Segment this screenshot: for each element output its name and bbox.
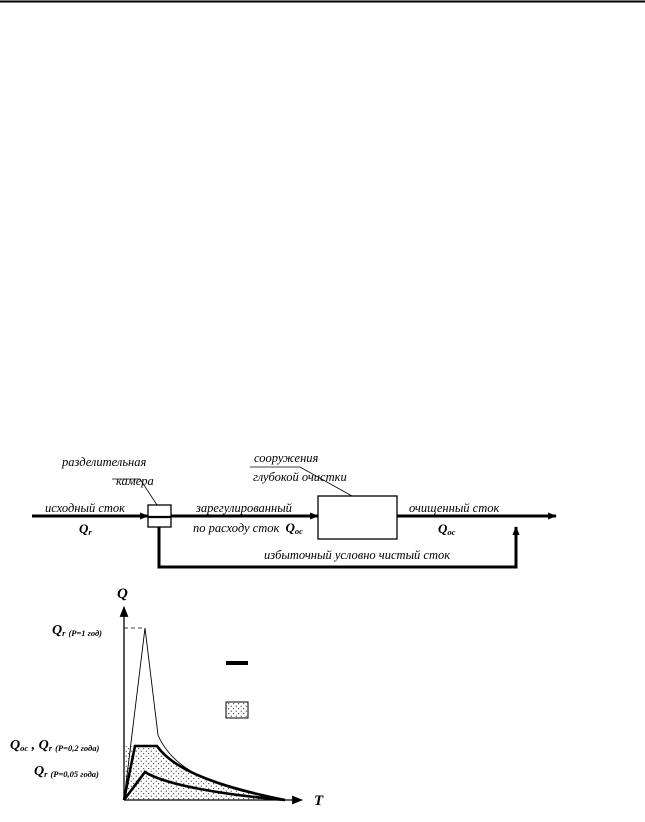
y-axis-label: Q (117, 586, 128, 602)
curve-p02 (122, 744, 286, 802)
x-axis-label: T (314, 793, 324, 809)
level-mid-label: Qос , Qr(P=0,2 года) (10, 738, 99, 753)
bypass-label: избыточный условно чистый сток (264, 548, 450, 562)
treated-symbol: Qос (438, 521, 456, 537)
regulated-area (124, 746, 285, 800)
flow-scheme: разделительная камера сооружения глубоко… (32, 451, 557, 569)
inflow-symbol: Qr (79, 521, 92, 537)
treated-label: очищенный сток (409, 501, 500, 515)
chamber-label-1: разделительная (61, 455, 146, 469)
legend-thick-line-swatch (226, 661, 248, 665)
hydrograph: Q T Qr(P=1 год) Qос , Qr(P=0,2 года) Qr(… (10, 586, 324, 809)
inflow-label: исходный сток (45, 501, 125, 515)
regulated-label-1: зарегулированный (195, 501, 293, 515)
legend-dotted-area-swatch (225, 701, 249, 719)
plant-label-1: сооружения (254, 451, 319, 465)
plant-leader (250, 466, 353, 497)
plant-label-2: глубокой очистки (253, 470, 347, 484)
chamber-label-2: камера (116, 474, 154, 488)
chamber-leader (112, 478, 158, 506)
regulated-label-2: по расходу сток Qос (193, 520, 303, 536)
level-low-label: Qr(P=0,05 года) (34, 764, 99, 779)
level-top-label: Qr(P=1 год) (52, 623, 102, 638)
curve-p005 (122, 770, 286, 802)
treatment-plant-box (317, 495, 398, 540)
bypass-line (157, 526, 520, 569)
